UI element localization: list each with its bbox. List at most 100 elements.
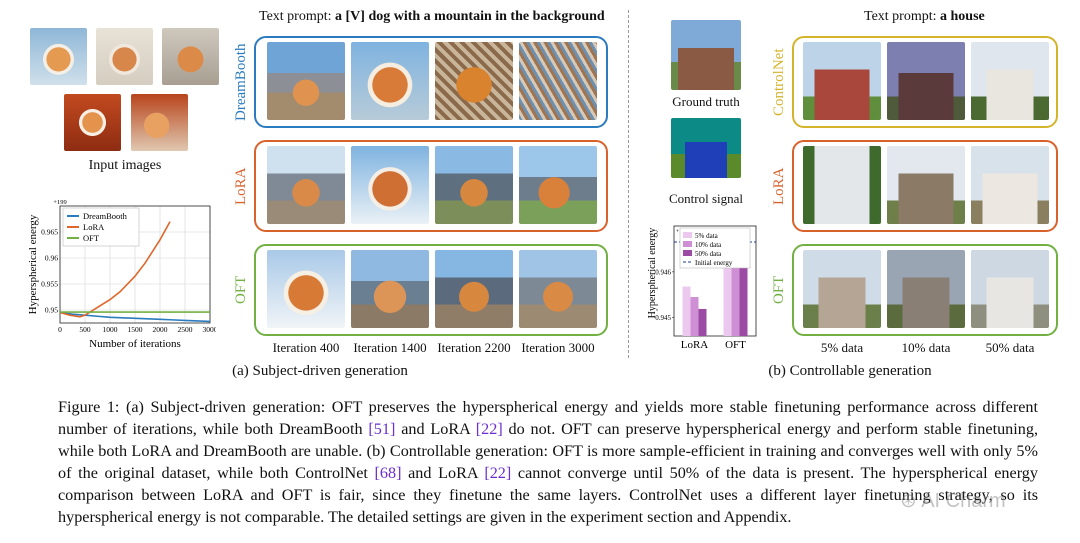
bar-chart-legend-swatch-1 (683, 241, 692, 247)
line-chart-legend-label-dreambooth: DreamBooth (83, 211, 128, 221)
line-chart-offset-label: +199 (53, 199, 66, 206)
caption-ref-22[interactable]: [22] (475, 420, 503, 438)
bar-chart-y-tick-0: 0.945 (655, 314, 671, 322)
bar-chart-legend-label-initial: Initial energy (695, 259, 733, 267)
line-chart-x-tick-3: 1500 (128, 325, 143, 334)
line-chart-y-tick-1: 0.955 (41, 280, 58, 289)
bar-chart-frame (673, 225, 757, 337)
bar-oft-5pct-data (723, 242, 732, 336)
line-chart-x-label: Number of iterations (89, 338, 181, 350)
bar-chart-y-label: Hyperspherical energy (647, 228, 658, 319)
oft-control-panel (792, 244, 1058, 336)
bar-lora-50pct-data (698, 308, 707, 336)
bar-chart-x-tick-lora: LoRA (681, 339, 709, 351)
caption-ref-68[interactable]: [68] (374, 464, 402, 482)
bar-chart-legend-label-2: 50% data (695, 250, 722, 258)
line-chart-x-tick-2: 1000 (103, 325, 118, 334)
bar-oft-10pct-data (731, 242, 740, 336)
caption-ref-22b[interactable]: [22] (484, 464, 512, 482)
line-chart-x-tick-1: 500 (79, 325, 91, 334)
input-image-4 (64, 94, 121, 151)
oft-control-image-50pct (971, 250, 1049, 328)
watermark-text: AI Charm (921, 490, 1006, 512)
data-label-5pct: 5% data (820, 340, 864, 355)
lora-subject-image-iter2200 (435, 146, 513, 224)
dreambooth-image-iter3000 (519, 42, 597, 120)
controllable-prompt: Text prompt: a house (864, 9, 985, 25)
bar-chart-legend-label-0: 5% data (695, 232, 719, 240)
lora-control-image-10pct (887, 146, 965, 224)
controllable-prompt-text: a house (940, 9, 985, 24)
ground-truth-image (671, 20, 741, 90)
line-chart-x-tick-0: 0 (58, 325, 62, 334)
controlnet-image-50pct (971, 42, 1049, 120)
controlnet-image-10pct (887, 42, 965, 120)
caption-text-3: do not. OFT can preserve hyperspherical … (58, 420, 1038, 482)
figure-caption: Figure 1: (a) Subject-driven generation:… (58, 396, 1038, 528)
oft-subject-image-iter2200 (435, 250, 513, 328)
bar-lora-10pct-data (690, 297, 699, 336)
input-images-label: Input images (88, 158, 162, 173)
dreambooth-row-label: DreamBooth (233, 43, 249, 121)
controlnet-image-5pct (803, 42, 881, 120)
input-image-1 (30, 28, 87, 85)
caption-text-2: and LoRA (395, 420, 476, 438)
watermark-logo-icon: ⊛ (900, 490, 922, 512)
lora-subject-image-iter3000 (519, 146, 597, 224)
iteration-label-1400: Iteration 1400 (353, 340, 427, 355)
bar-oft-50pct-data (739, 242, 748, 336)
oft-control-image-10pct (887, 250, 965, 328)
caption-ref-51[interactable]: [51] (368, 420, 396, 438)
line-chart-y-tick-2: 0.96 (45, 254, 58, 263)
oft-subject-panel (254, 244, 608, 336)
bar-chart-legend-swatch-2 (683, 250, 692, 256)
bar-chart-y-tick-1: 0.946 (655, 268, 671, 276)
bar-lora-5pct-data (682, 286, 691, 336)
line-chart-x-tick-4: 2000 (153, 325, 168, 334)
line-chart-legend-label-lora: LoRA (83, 222, 105, 232)
watermark: ⊛ AI Charm (900, 488, 1006, 513)
subject-section-caption: (a) Subject-driven generation (232, 363, 408, 379)
subject-prompt: Text prompt: a [V] dog with a mountain i… (259, 9, 605, 25)
line-chart-series-lora (60, 221, 171, 318)
lora-control-image-5pct (803, 146, 881, 224)
input-image-5 (131, 94, 188, 151)
data-label-50pct: 50% data (985, 340, 1035, 355)
lora-control-image-50pct (971, 146, 1049, 224)
oft-subject-image-iter1400 (351, 250, 429, 328)
oft-control-image-5pct (803, 250, 881, 328)
hyperspherical-energy-line-chart: 0 500 1000 1500 2000 2500 3000 0.95 0.955 0.96 0.9… (27, 199, 217, 350)
lora-subject-image-iter400 (267, 146, 345, 224)
dreambooth-image-iter400 (267, 42, 345, 120)
oft-control-row-label: OFT (771, 275, 787, 305)
dreambooth-image-iter2200 (435, 42, 513, 120)
line-chart-x-tick-5: 2500 (178, 325, 193, 334)
caption-text-1: Figure 1: (a) Subject-driven generation:… (58, 398, 1038, 438)
lora-control-row-label: LoRA (771, 167, 787, 205)
oft-subject-image-iter3000 (519, 250, 597, 328)
dreambooth-image-iter1400 (351, 42, 429, 120)
controlnet-row-label: ControlNet (771, 48, 787, 116)
section-divider (628, 10, 629, 358)
caption-text-5: cannot converge until 50% of the data is… (58, 464, 1038, 526)
data-label-10pct: 10% data (901, 340, 951, 355)
line-chart-x-tick-6: 3000 (203, 325, 217, 334)
bar-chart-legend-label-1: 10% data (695, 241, 722, 249)
iteration-label-400: Iteration 400 (272, 340, 340, 355)
lora-subject-image-iter1400 (351, 146, 429, 224)
lora-subject-row-label: LoRA (233, 167, 249, 205)
subject-prompt-text: a [V] dog with a mountain in the backgro… (335, 9, 605, 24)
line-chart-legend-label-oft: OFT (83, 233, 100, 243)
controllable-prompt-prefix: Text prompt: (864, 9, 941, 24)
line-chart-y-tick-3: 0.965 (41, 228, 58, 237)
line-chart-y-tick-0: 0.95 (45, 306, 58, 315)
controllable-section-caption: (b) Controllable generation (768, 363, 932, 379)
input-image-2 (96, 28, 153, 85)
line-chart-y-label: Hyperspherical energy (27, 214, 39, 314)
controlnet-panel (792, 36, 1058, 128)
bar-chart-x-tick-oft: OFT (725, 339, 746, 351)
subject-prompt-prefix: Text prompt: (259, 9, 336, 24)
iteration-label-2200: Iteration 2200 (437, 340, 511, 355)
caption-text-4: and LoRA (401, 464, 485, 482)
